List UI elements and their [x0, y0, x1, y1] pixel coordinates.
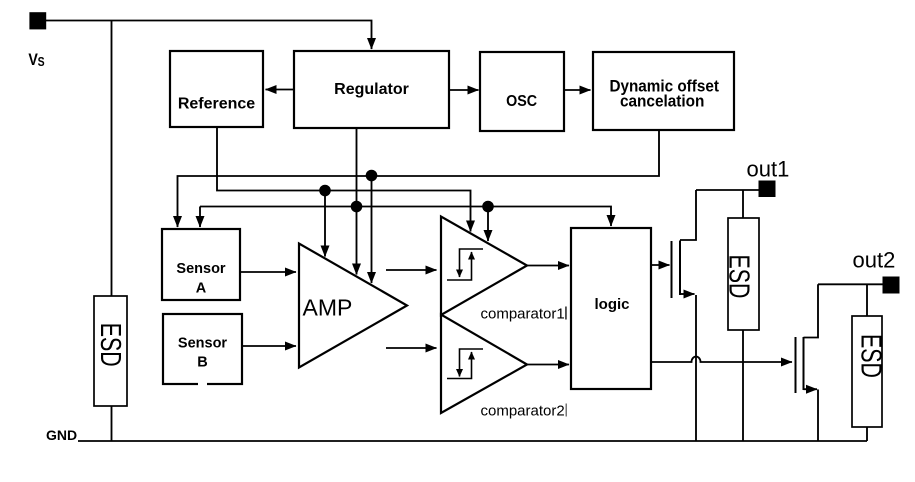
- svg-text:out1: out1: [747, 157, 790, 182]
- svg-text:Dynamic offset: Dynamic offset: [609, 77, 719, 95]
- svg-text:GND: GND: [46, 427, 77, 443]
- svg-text:Reference: Reference: [178, 96, 255, 113]
- svg-text:comparator1: comparator1: [481, 306, 565, 323]
- svg-text:S: S: [38, 55, 45, 69]
- svg-text:logic: logic: [594, 296, 629, 313]
- svg-text:V: V: [28, 51, 38, 69]
- svg-text:comparator2: comparator2: [481, 403, 565, 420]
- svg-text:Sensor: Sensor: [176, 261, 226, 277]
- svg-text:out2: out2: [853, 248, 896, 273]
- svg-text:OSC: OSC: [506, 93, 537, 110]
- svg-text:ESD: ESD: [855, 334, 887, 378]
- svg-text:Sensor: Sensor: [178, 336, 228, 352]
- svg-text:ESD: ESD: [94, 323, 126, 367]
- svg-text:AMP: AMP: [303, 295, 353, 321]
- svg-text:A: A: [196, 281, 207, 297]
- svg-text:B: B: [197, 355, 207, 371]
- svg-text:ESD: ESD: [723, 255, 755, 299]
- svg-text:cancelation: cancelation: [620, 92, 705, 110]
- svg-text:Regulator: Regulator: [334, 81, 409, 98]
